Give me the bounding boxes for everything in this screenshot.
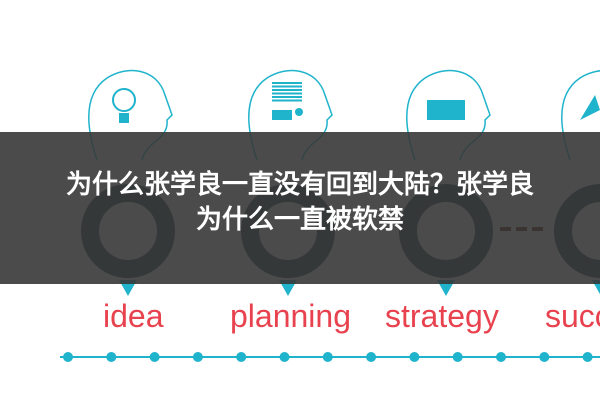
pointer-icon bbox=[119, 280, 137, 296]
document-line bbox=[272, 89, 302, 91]
success-icon bbox=[580, 95, 600, 120]
title-overlay bbox=[0, 132, 600, 284]
chart-dot bbox=[295, 108, 303, 116]
chess-pieces-icon bbox=[427, 100, 465, 120]
timeline-dot bbox=[452, 352, 463, 362]
timeline-dot bbox=[582, 352, 593, 362]
timeline-dot bbox=[192, 352, 203, 362]
article-title[interactable]: 为什么张学良一直没有回到大陆？张学良 为什么一直被软禁 bbox=[0, 168, 600, 238]
document-chart-icon bbox=[272, 110, 292, 120]
document-line bbox=[272, 92, 302, 95]
lightbulb-icon bbox=[112, 88, 136, 112]
timeline-dot bbox=[236, 352, 247, 362]
timeline-dot bbox=[322, 352, 333, 362]
step-label-strategy: strategy bbox=[385, 298, 499, 334]
timeline-dot bbox=[539, 352, 550, 362]
pointer-icon bbox=[437, 280, 455, 296]
timeline-dot bbox=[409, 352, 420, 362]
step-label-planning: planning bbox=[230, 298, 351, 334]
timeline-dot bbox=[63, 352, 73, 362]
document-line bbox=[272, 82, 302, 84]
step-label-success: succ bbox=[545, 298, 600, 334]
document-line bbox=[272, 99, 302, 102]
timeline-dot bbox=[279, 352, 290, 362]
head-outline bbox=[561, 70, 600, 161]
title-line-2: 为什么一直被软禁 bbox=[195, 205, 404, 235]
lightbulb-base bbox=[119, 113, 129, 123]
timeline-dot bbox=[106, 352, 117, 362]
document-line bbox=[272, 96, 302, 98]
title-line-1: 为什么张学良一直没有回到大陆？张学良 bbox=[65, 170, 534, 200]
timeline-dot bbox=[149, 352, 160, 362]
timeline-dot bbox=[496, 352, 506, 362]
document-line bbox=[272, 85, 302, 88]
timeline-dot bbox=[366, 352, 377, 362]
step-label-idea: idea bbox=[103, 298, 164, 334]
pointer-icon bbox=[279, 280, 297, 296]
